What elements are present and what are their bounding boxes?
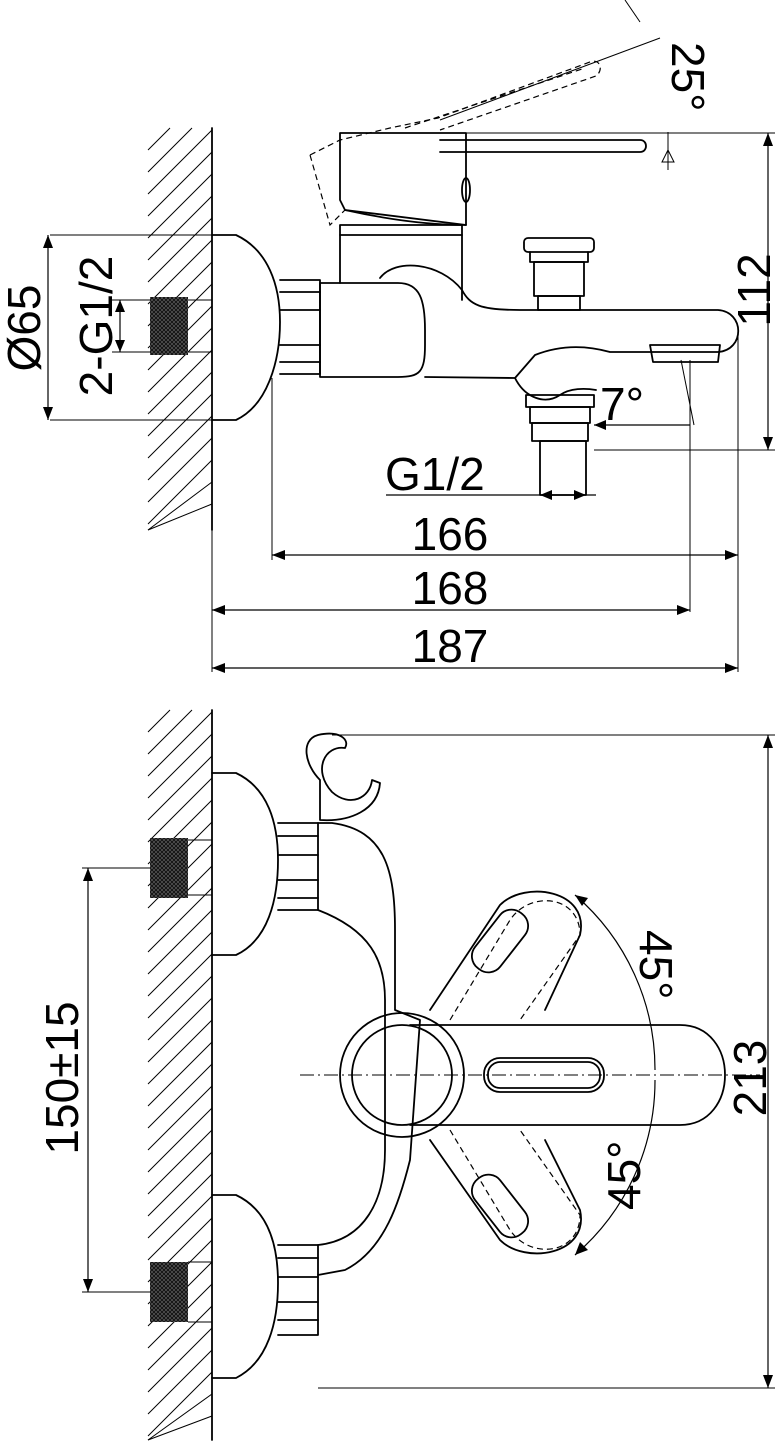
- lever-rotated-upper: [449, 900, 581, 1021]
- lever-rotated-side: [309, 60, 601, 227]
- wall-hatch-line: [147, 239, 213, 305]
- hex-nut-side: [279, 279, 321, 375]
- wall-hatch-line: [147, 931, 213, 997]
- wall-hatch-line: [147, 327, 213, 393]
- inlet-thread-label: 2-G1/2: [70, 256, 122, 397]
- flange-diameter-label: Ø65: [0, 285, 50, 372]
- wall-hatch-line: [147, 1327, 213, 1393]
- wall-hatch-line: [147, 393, 213, 459]
- wall-top: [147, 709, 213, 1441]
- lever-handle-side: [339, 132, 467, 226]
- wall-hatch-line: [147, 349, 213, 415]
- shower-outlet-side: [525, 394, 595, 496]
- side-view: 25° 112 Ø65 2-G1/2 7° G1/2 166 168 187: [0, 0, 776, 673]
- angle-lower-label: 45°: [598, 1140, 650, 1210]
- wall-hatch-line: [147, 503, 213, 531]
- wall-hatch-line: [147, 709, 193, 755]
- mixer-body-side: [319, 282, 426, 378]
- wall-hatch-line: [147, 1415, 213, 1441]
- angle-lever-label: 25°: [662, 42, 714, 112]
- wall-hatch-line: [147, 1151, 213, 1217]
- wall-hatch-line: [147, 997, 213, 1063]
- wall-hatch-line: [147, 151, 213, 217]
- wall-hatch-line: [147, 1041, 213, 1107]
- wall-hatch-line: [147, 709, 171, 733]
- wall-hatch-line: [147, 371, 213, 437]
- flange-top-lower: [211, 1194, 279, 1379]
- wall-hatch-line: [147, 1107, 213, 1173]
- cartridge-housing: [339, 234, 463, 301]
- spout-side: [379, 264, 740, 379]
- wall-hatch-line: [147, 127, 171, 151]
- wall-hatch-line: [147, 1349, 213, 1415]
- wall-hatch-line: [147, 755, 213, 821]
- outlet-thread-label: G1/2: [385, 448, 485, 500]
- wall-hatch-line: [147, 1371, 213, 1437]
- wall-hatch-line: [147, 217, 213, 283]
- top-view: 150±15 45° 45° 213: [36, 709, 776, 1441]
- wall-hatch-line: [147, 129, 213, 195]
- wall-hatch-line: [147, 481, 213, 531]
- width-dim-166-label: 166: [412, 508, 489, 560]
- depth-dim-label: 213: [724, 1040, 776, 1117]
- width-dim-187-label: 187: [412, 620, 489, 672]
- lever-rotated-lower: [429, 1139, 582, 1255]
- wall-hatch-line: [147, 953, 213, 1019]
- center-distance-label: 150±15: [36, 1001, 88, 1154]
- wall-hatch-line: [147, 1129, 213, 1195]
- inlet-thread-top-upper: [150, 838, 188, 898]
- wall-hatch-line: [147, 127, 193, 173]
- diverter-knob-side: [523, 237, 595, 311]
- wall-hatch-line: [147, 733, 213, 799]
- wall-hatch-line: [147, 1305, 213, 1371]
- wall-hatch-line: [147, 459, 213, 525]
- inlet-thread-side: [150, 297, 188, 355]
- hex-nut-top-lower: [277, 1244, 319, 1336]
- wall-hatch-line: [147, 1195, 213, 1261]
- mixer-body-top: [317, 822, 421, 1276]
- flange-side: [211, 234, 281, 421]
- aerator-side: [649, 344, 721, 363]
- angle-upper-label: 45°: [630, 930, 682, 1000]
- wall-hatch-line: [147, 887, 213, 953]
- wall-hatch-line: [147, 1063, 213, 1129]
- wall-hatch-line: [147, 777, 213, 843]
- shower-holder-hook: [305, 732, 381, 822]
- wall-hatch-line: [147, 415, 213, 481]
- wall-hatch-line: [147, 195, 213, 261]
- height-dim-label: 112: [728, 253, 776, 326]
- wall-hatch-line: [147, 975, 213, 1041]
- spout-angle-label: 7°: [600, 378, 644, 430]
- wall-hatch-line: [147, 173, 213, 239]
- wall-hatch-line: [147, 1173, 213, 1239]
- wall-hatch-line: [147, 437, 213, 503]
- inlet-thread-top-lower: [150, 1262, 188, 1322]
- flange-top-upper: [211, 772, 279, 956]
- wall-hatch-line: [147, 909, 213, 975]
- wall-hatch-line: [147, 1393, 213, 1441]
- lever-handle-top: [409, 1024, 726, 1126]
- width-dim-168-label: 168: [412, 562, 489, 614]
- wall-hatch-line: [147, 711, 213, 777]
- wall-hatch-line: [147, 1085, 213, 1151]
- wall-hatch-line: [147, 1019, 213, 1085]
- hex-nut-top-upper: [277, 822, 319, 911]
